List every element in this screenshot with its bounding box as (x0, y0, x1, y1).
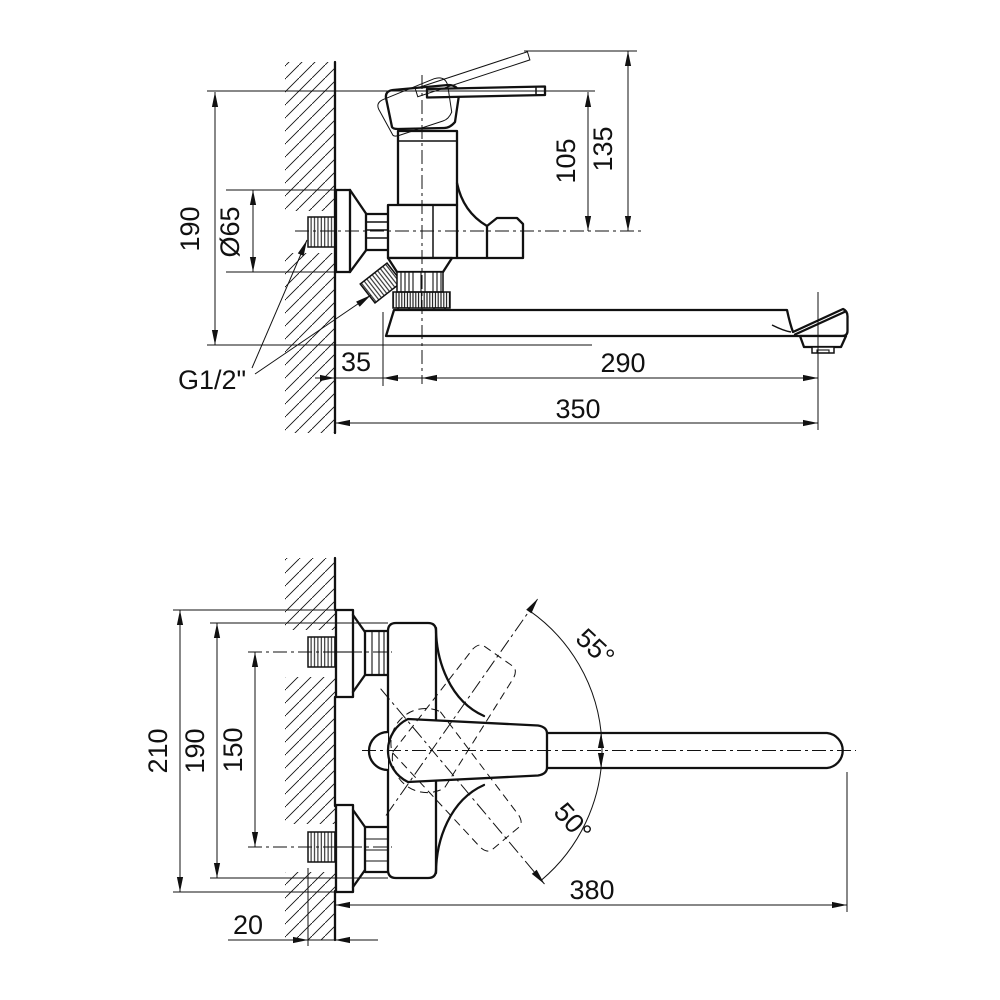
thread-size-label: G1/2" (178, 365, 246, 395)
dim-380: 380 (335, 772, 848, 912)
aerator-lip (816, 349, 830, 354)
hose-connector (359, 262, 403, 304)
dim-d65: Ø65 (215, 189, 346, 273)
angle-label-50: 50° (548, 797, 598, 847)
dim-label-380: 380 (569, 875, 614, 905)
dim-350: 350 (335, 292, 819, 430)
shower-outlet-spigot (485, 216, 525, 260)
connection-nut-ribs (366, 221, 390, 239)
connection-nut (364, 212, 392, 252)
dim-label-290: 290 (600, 348, 645, 378)
spout (384, 307, 849, 338)
waist-curve-upper (434, 626, 486, 718)
wall-nipple-thread (307, 216, 336, 248)
spout-skirt (798, 334, 848, 349)
dim-35-290: 35 290 (315, 312, 818, 386)
dim-210: 210 (143, 609, 336, 893)
top-view: 190 Ø65 105 135 (175, 50, 849, 435)
dim-label-210: 210 (143, 728, 173, 773)
escutcheon-lower (334, 803, 392, 894)
swing-axis-lower (380, 688, 545, 885)
diverter-neck (386, 256, 454, 274)
spout-wedge-edge (793, 310, 847, 336)
dim-105: 105 (551, 92, 592, 231)
waist-curve-lower (434, 783, 486, 875)
dim-label-190-bottom: 190 (180, 728, 210, 773)
escutcheon-cone (348, 188, 369, 274)
dim-135: 135 (524, 50, 637, 231)
dim-label-190-top: 190 (175, 206, 205, 251)
dim-190-bottom: 190 (180, 622, 388, 879)
dim-150: 150 (218, 652, 259, 847)
dim-label-d65: Ø65 (215, 206, 245, 257)
escutcheon-upper (334, 608, 392, 699)
dim-190-top: 190 (175, 90, 595, 346)
body-flare-curve (455, 181, 489, 228)
dim-20: 20 (228, 868, 378, 946)
dim-label-105: 105 (551, 138, 581, 183)
diverter-ribs (400, 272, 442, 292)
angle-label-55: 55° (570, 623, 620, 673)
spout-scoop-curve (771, 324, 792, 333)
dim-label-20: 20 (233, 910, 263, 940)
arc-spout-arrow-up (597, 733, 605, 748)
cartridge-cylinder (396, 129, 459, 207)
thread-callout: G1/2" (178, 239, 372, 395)
dim-label-150: 150 (218, 727, 248, 772)
dim-label-35: 35 (341, 347, 371, 377)
dim-label-135: 135 (588, 126, 618, 171)
arc-spout-arrow-down (597, 753, 605, 768)
wall-hatch-bottom (285, 558, 335, 940)
swing-axis-upper (385, 598, 539, 816)
diverter-ribs-box (396, 271, 444, 293)
bottom-view: 55° 50° 210 190 150 (143, 556, 856, 946)
dim-label-350: 350 (555, 394, 600, 424)
